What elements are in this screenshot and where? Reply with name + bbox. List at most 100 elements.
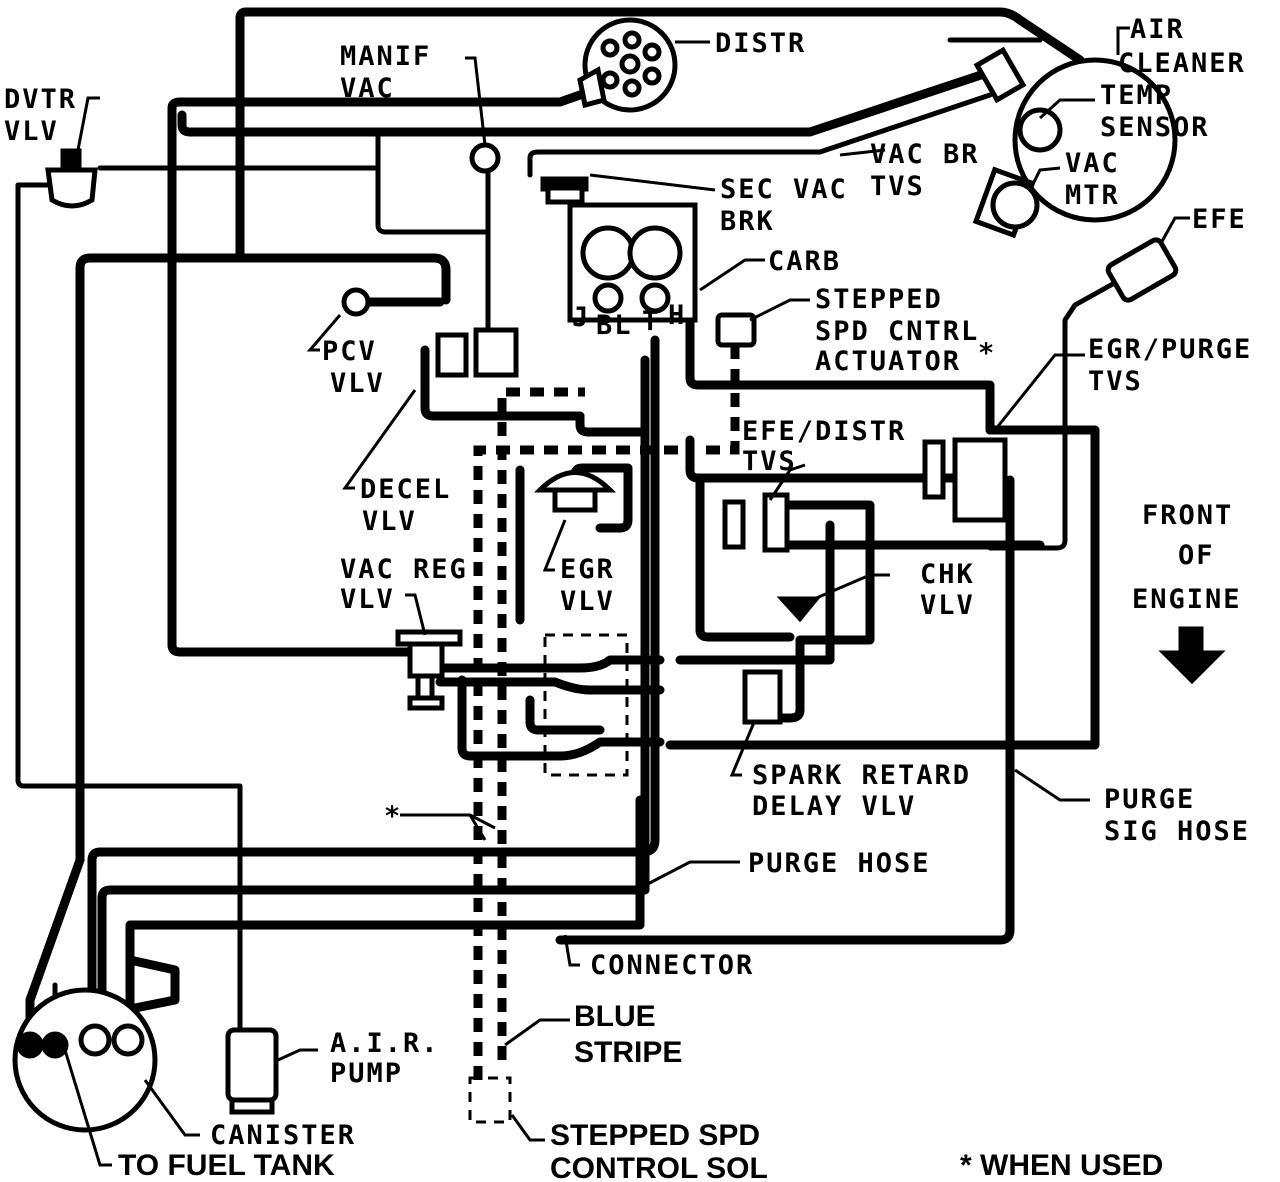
dvtr-return-hose xyxy=(15,182,243,1033)
label-efe: EFE xyxy=(1192,204,1247,235)
label-sec-vac-brk-1: SEC VAC xyxy=(720,174,848,205)
label-stepped-actuator-2: SPD CNTRL xyxy=(815,316,979,347)
label-egr-vlv-1: EGR xyxy=(560,554,615,585)
efe-hose xyxy=(987,277,1123,551)
label-dvtr-vlv-1: DVTR xyxy=(4,84,77,115)
label-carb-port-h: H xyxy=(668,300,686,331)
egr-purge-loop xyxy=(665,425,1100,750)
carburetor xyxy=(567,202,698,323)
label-when-used: * WHEN USED xyxy=(960,1149,1163,1182)
front-arrow-icon xyxy=(1158,626,1226,685)
label-chk-vlv-2: VLV xyxy=(920,590,975,621)
label-dvtr-vlv-2: VLV xyxy=(4,116,59,147)
distributor xyxy=(577,17,678,113)
manifold-vac-tee xyxy=(375,132,491,235)
label-purge-sig-hose-1: PURGE xyxy=(1104,784,1195,815)
label-spark-retard-1: SPARK RETARD xyxy=(752,760,971,791)
blue-stripe-line-a xyxy=(473,445,690,1080)
vac-reg-side-loop xyxy=(525,695,605,735)
when-used-outline xyxy=(543,633,629,777)
chk-valve xyxy=(776,596,822,623)
label-pcv-vlv-2: VLV xyxy=(330,368,385,399)
purge-signal-loop xyxy=(685,315,995,435)
label-vac-reg-vlv-1: VAC REG xyxy=(340,554,468,585)
label-egr-purge-tvs-2: TVS xyxy=(1088,366,1143,397)
label-carb-port-t: T xyxy=(642,306,660,337)
label-efe-distr-tvs-1: EFE/DISTR xyxy=(742,416,906,447)
decel-valve-loop xyxy=(420,345,585,421)
label-connector: CONNECTOR xyxy=(590,950,754,981)
canister-hose-3 xyxy=(120,955,180,1015)
label-purge-sig-hose-2: SIG HOSE xyxy=(1104,816,1250,847)
purge-hose-return xyxy=(97,355,650,1045)
label-air-pump-2: PUMP xyxy=(330,1058,403,1089)
decel-valve xyxy=(435,327,519,378)
vac-reg-lower-loop xyxy=(457,675,665,761)
chk-valve-loop xyxy=(775,500,875,645)
dvtr-valve xyxy=(45,148,98,209)
egr-valve xyxy=(533,470,617,513)
distributor-vacuum-hose xyxy=(167,83,605,650)
label-chk-vlv-1: CHK xyxy=(920,559,975,590)
label-carb-port-j: J xyxy=(572,302,590,333)
label-manif-vac-2: VAC xyxy=(340,73,395,104)
canister-feed-hose xyxy=(125,795,645,1045)
label-carb: CARB xyxy=(768,246,841,277)
charcoal-canister xyxy=(12,987,158,1133)
label-temp-sensor-1: TEMP xyxy=(1100,80,1173,111)
label-stepped-actuator-asterisk: * xyxy=(978,338,996,369)
label-decel-vlv-2: VLV xyxy=(362,506,417,537)
label-efe-distr-tvs-2: TVS xyxy=(742,446,797,477)
label-egr-purge-tvs-1: EGR/PURGE xyxy=(1088,334,1252,365)
sec-vac-brk xyxy=(540,176,589,205)
stepped-spd-control-sol xyxy=(468,1076,512,1124)
temp-sensor xyxy=(1017,107,1063,153)
label-purge-hose: PURGE HOSE xyxy=(748,848,931,879)
label-air-cleaner-1: AIR xyxy=(1130,14,1185,45)
air-pump xyxy=(225,1027,279,1115)
labels: DISTR AIR CLEANER TEMP SENSOR MANIF VAC … xyxy=(4,14,1252,1182)
label-spark-retard-2: DELAY VLV xyxy=(752,791,916,822)
label-temp-sensor-2: SENSOR xyxy=(1100,112,1210,143)
label-blue-stripe-1: BLUE xyxy=(574,1000,656,1033)
stepped-spd-cntrl-actuator xyxy=(715,312,757,348)
label-asterisk: * xyxy=(384,801,402,832)
main-vacuum-loop xyxy=(75,253,451,865)
label-stepped-actuator-3: ACTUATOR xyxy=(815,346,961,377)
label-front-of-engine-3: ENGINE xyxy=(1132,584,1242,615)
egr-purge-tvs xyxy=(922,437,1008,523)
spark-retard-hose xyxy=(755,635,805,723)
air-cleaner-hose xyxy=(235,7,1085,260)
vac-motor xyxy=(990,180,1040,230)
efe-distr-tvs xyxy=(722,492,790,553)
sec-vac-brk-hose xyxy=(527,92,993,178)
label-front-of-engine-1: FRONT xyxy=(1142,500,1233,531)
label-pcv-vlv-1: PCV xyxy=(322,336,377,367)
label-egr-vlv-2: VLV xyxy=(560,586,615,617)
efe-distr-branch xyxy=(695,473,795,642)
efe-valve xyxy=(1105,237,1179,303)
label-vac-br-tvs-2: TVS xyxy=(870,171,925,202)
label-manif-vac-1: MANIF xyxy=(340,41,431,72)
label-stepped-actuator-1: STEPPED xyxy=(815,284,943,315)
label-vac-br-tvs-1: VAC BR xyxy=(870,139,980,170)
label-canister: CANISTER xyxy=(210,1120,356,1151)
purge-hose-line xyxy=(87,335,660,1045)
purge-signal-hose xyxy=(555,475,1015,945)
vac-reg-fork-lower xyxy=(435,677,665,695)
hose-network xyxy=(15,7,1123,1080)
vac-break-tvs-hose xyxy=(177,67,995,137)
label-to-fuel-tank: TO FUEL TANK xyxy=(118,1149,335,1182)
vac-reg-valve xyxy=(395,629,463,711)
label-decel-vlv-1: DECEL xyxy=(360,474,451,505)
vac-reg-fork-upper xyxy=(435,655,665,673)
label-carb-port-bl: BL xyxy=(596,310,633,341)
label-sec-vac-brk-2: BRK xyxy=(720,206,775,237)
manifold-vac-fitting xyxy=(469,142,501,174)
blue-stripe-line-b xyxy=(497,387,585,1060)
label-vac-mtr-2: MTR xyxy=(1065,180,1120,211)
label-stepped-sol-1: STEPPED SPD xyxy=(550,1119,760,1152)
leader-lines xyxy=(63,26,1190,1167)
stepped-actuator-line xyxy=(700,345,740,455)
